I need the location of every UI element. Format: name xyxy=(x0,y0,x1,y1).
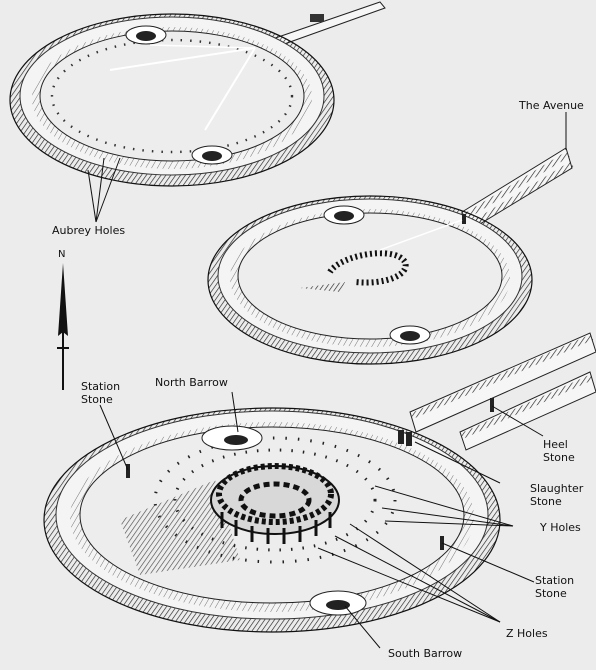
label-south-barrow: South Barrow xyxy=(388,647,462,660)
phase1-inner-ditch xyxy=(40,31,304,161)
phase-3-henge xyxy=(44,333,596,632)
phase-2-henge xyxy=(208,148,572,364)
label-station-stone-right: Station Stone xyxy=(535,574,574,600)
phase2-inner-ditch xyxy=(238,213,502,339)
label-north-barrow: North Barrow xyxy=(155,376,228,389)
slaughter-stone-marker xyxy=(398,430,404,444)
label-y-holes: Y Holes xyxy=(540,521,581,534)
label-aubrey-holes: Aubrey Holes xyxy=(52,224,125,237)
heel-stone-marker xyxy=(490,398,494,412)
label-heel-stone: Heel Stone xyxy=(543,438,575,464)
label-z-holes: Z Holes xyxy=(506,627,548,640)
label-the-avenue: The Avenue xyxy=(519,99,584,112)
label-north: N xyxy=(58,248,65,261)
phase-1-henge xyxy=(10,2,385,186)
label-slaughter-stone: Slaughter Stone xyxy=(530,482,583,508)
north-arrow xyxy=(57,263,69,390)
phase1-entrance-stones xyxy=(310,14,324,22)
label-station-stone-left: Station Stone xyxy=(81,380,120,406)
